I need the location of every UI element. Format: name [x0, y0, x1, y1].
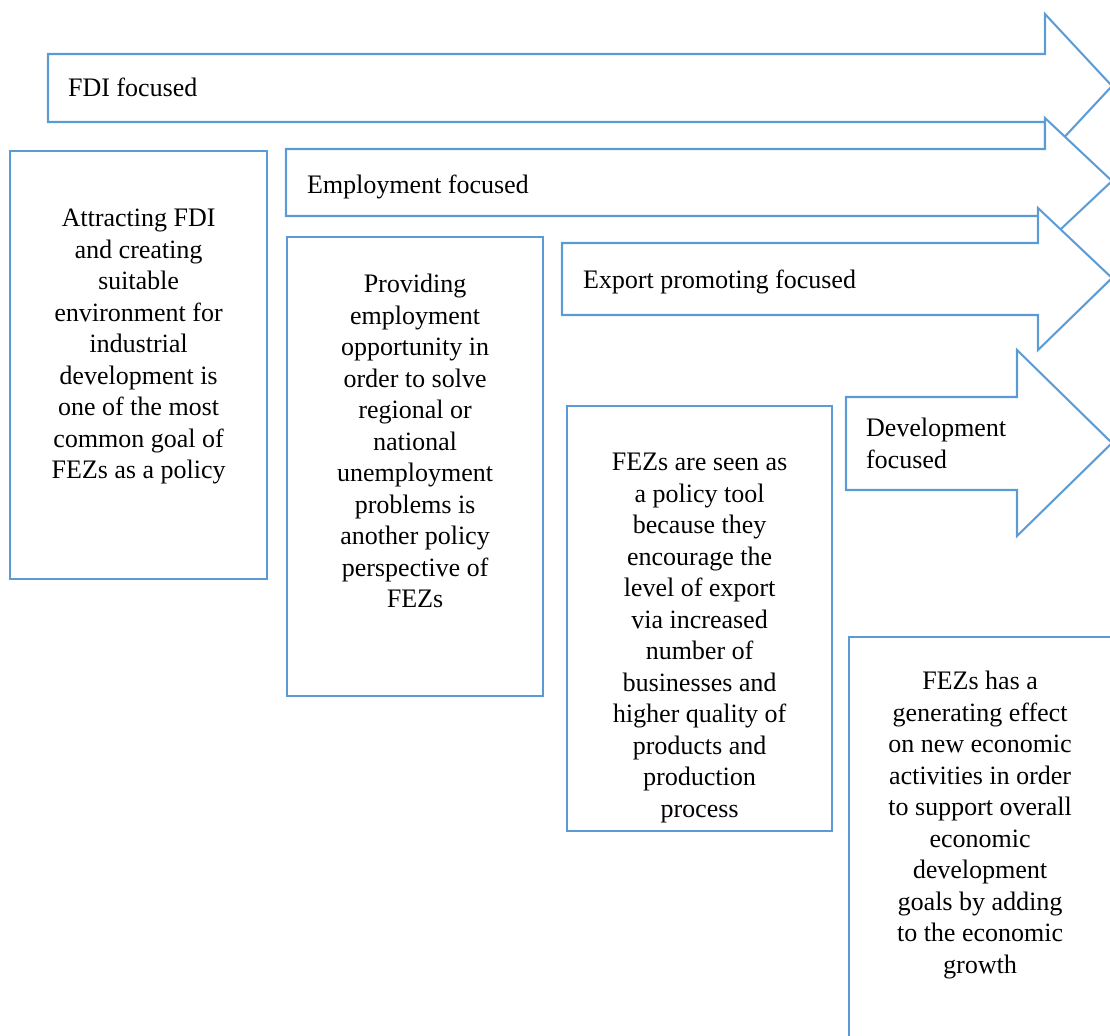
description-box-fdi: Attracting FDI and creating suitable env…: [9, 150, 268, 580]
description-line: products and: [632, 730, 767, 760]
description-line: businesses and: [622, 667, 777, 697]
description-line: Attracting FDI: [61, 203, 216, 232]
description-line: FEZs are seen as: [611, 447, 788, 476]
description-line: higher quality of: [612, 699, 787, 728]
description-line: FEZs has a: [922, 666, 1038, 695]
description-line: to the economic: [896, 918, 1064, 947]
description-box-employment: Providing employment opportunity in orde…: [286, 236, 544, 697]
description-line: common goal of: [53, 423, 224, 453]
description-line: development is: [59, 360, 218, 390]
description-line: on new economic: [888, 729, 1072, 758]
description-line: growth: [943, 949, 1017, 979]
description-box-export: FEZs are seen as a policy tool because t…: [566, 405, 833, 832]
description-line: another policy: [340, 521, 490, 550]
arrow-employment-focused: [284, 115, 1110, 247]
description-line: because they: [632, 510, 767, 539]
description-line: generating effect: [892, 697, 1068, 727]
description-line: goals by adding: [897, 886, 1063, 916]
description-line: perspective of: [341, 552, 489, 582]
description-line: economic: [929, 823, 1031, 853]
stage-label-development-line: Development: [866, 413, 1007, 442]
description-line: number of: [645, 636, 754, 665]
description-line: development: [912, 855, 1048, 884]
description-line: suitable: [98, 266, 179, 295]
stage-label-development-line: focused: [866, 445, 947, 474]
description-line: to support overall: [888, 792, 1072, 821]
arrow-fdi-focused: [46, 11, 1110, 161]
arrow-export-promoting-focused: [560, 205, 1110, 353]
description-line: a policy tool: [634, 478, 765, 508]
description-line: and creating: [74, 234, 203, 264]
description-line: process: [660, 793, 739, 823]
description-line: level of export: [623, 573, 776, 602]
description-line: one of the most: [57, 392, 220, 421]
arrow-development-focused: [844, 347, 1110, 539]
description-line: Providing: [363, 269, 467, 298]
description-line: unemployment: [337, 458, 493, 487]
description-line: regional or: [358, 395, 472, 424]
description-line: employment: [350, 300, 480, 330]
description-line: FEZs as a policy: [51, 455, 226, 484]
description-line: industrial: [89, 329, 188, 358]
stage-label-export: Export promoting focused: [583, 265, 856, 294]
stage-label-employment: Employment focused: [307, 170, 529, 199]
description-line: production: [643, 762, 756, 791]
description-line: environment for: [54, 297, 223, 327]
description-line: problems is: [354, 489, 476, 519]
description-line: activities in order: [889, 760, 1071, 790]
description-line: national: [373, 426, 457, 456]
stage-label-development: Development focused: [866, 412, 1006, 476]
description-line: via increased: [631, 604, 768, 634]
description-line: opportunity in: [340, 332, 490, 361]
description-line: encourage the: [626, 541, 773, 571]
description-line: order to solve: [343, 363, 487, 393]
stage-label-fdi: FDI focused: [68, 73, 198, 102]
description-box-development: FEZs has a generating effect on new econ…: [848, 636, 1110, 1036]
description-line: FEZs: [386, 584, 444, 613]
